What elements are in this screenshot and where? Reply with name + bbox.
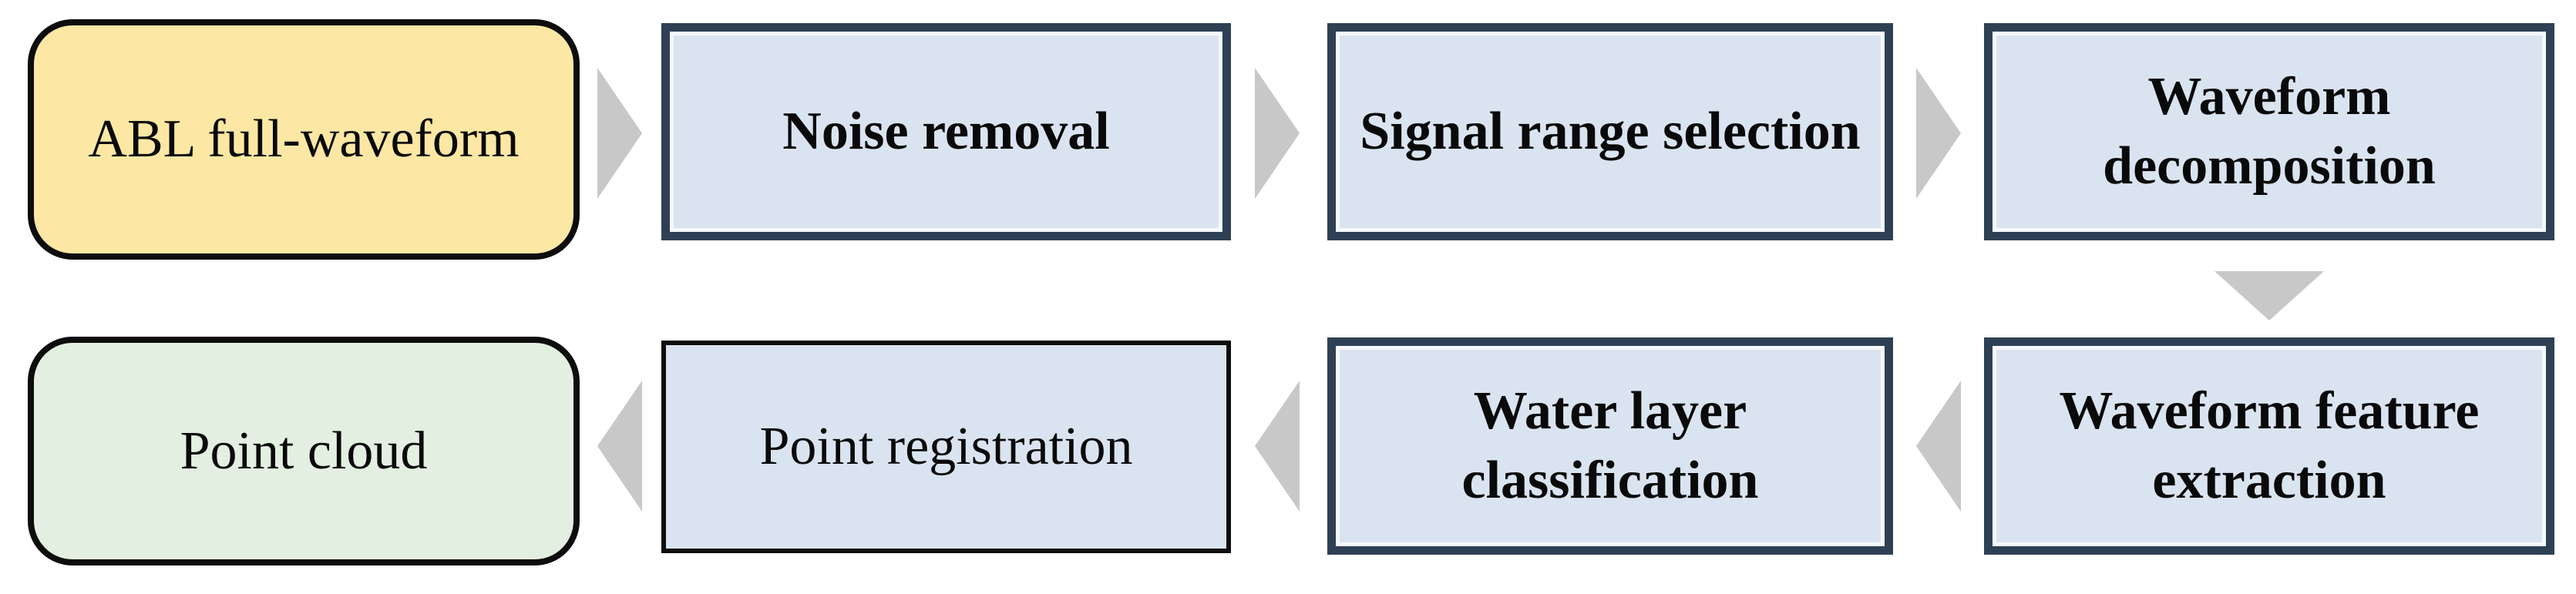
node-label: Noise removal [782, 102, 1110, 162]
node-waveform-decomposition: Waveform decomposition [1984, 23, 2554, 240]
node-waveform-feature-extraction: Waveform feature extraction [1984, 337, 2554, 555]
arrow-left-icon [1916, 381, 1961, 512]
node-water-layer-classification: Water layer classification [1327, 337, 1893, 555]
node-label: ABL full-waveform [88, 109, 520, 169]
arrow-down-icon [2214, 271, 2324, 320]
node-point-cloud: Point cloud [28, 337, 580, 565]
node-label: Point registration [759, 417, 1133, 477]
node-label: Point cloud [180, 421, 428, 481]
arrow-left-icon [597, 381, 642, 512]
node-label: Waveform decomposition [2103, 67, 2436, 196]
node-label: Water layer classification [1461, 381, 1759, 510]
node-label: Signal range selection [1360, 102, 1861, 162]
node-point-registration: Point registration [661, 341, 1231, 553]
arrow-right-icon [1255, 68, 1300, 199]
arrow-right-icon [1916, 68, 1961, 199]
arrow-left-icon [1255, 381, 1300, 512]
arrow-right-icon [597, 68, 642, 199]
node-abl-full-waveform: ABL full-waveform [28, 19, 580, 260]
node-label: Waveform feature extraction [2059, 381, 2480, 510]
node-noise-removal: Noise removal [661, 23, 1231, 240]
node-signal-range-selection: Signal range selection [1327, 23, 1893, 240]
